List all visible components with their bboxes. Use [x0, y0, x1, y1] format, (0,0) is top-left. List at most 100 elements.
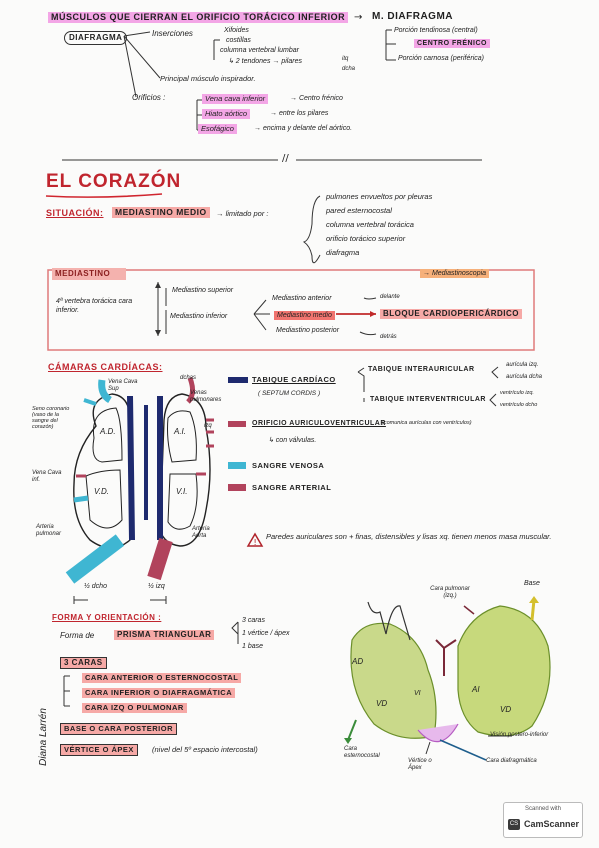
orificio-name: Vena cava inferior	[202, 94, 269, 104]
diagram-label: VD	[500, 705, 512, 714]
insertions-label: Inserciones	[152, 29, 193, 38]
tabique-cardiaco: TABIQUE CARDÍACO	[252, 375, 336, 384]
situacion-value: MEDIASTINO MEDIO	[112, 207, 210, 218]
limit-item: pulmones envueltos por pleuras	[326, 192, 433, 201]
valvulas: ↳ con válvulas.	[268, 437, 317, 444]
chamber-ai: A.I.	[174, 427, 187, 436]
diagram-label: Cara diafragmática	[486, 758, 537, 764]
venosa-swatch	[228, 462, 246, 469]
heart-label: Venas pulmonares	[190, 390, 222, 403]
svg-text:!: !	[254, 538, 257, 547]
mediastino-left: 4ª vertebra torácica cara inferior.	[56, 298, 133, 314]
forma-count: 3 caras	[242, 617, 265, 624]
insertion-item: dcha	[342, 66, 356, 72]
chamber-vd: V.D.	[94, 487, 109, 496]
heart-orientation-diagram	[344, 596, 551, 761]
bloque-cardiopericardico: BLOQUE CARDIOPERICÁRDICO	[380, 309, 523, 319]
forma-count: 1 vértice / ápex	[242, 630, 290, 637]
heart-label: izq	[204, 423, 212, 429]
warning-text: Paredes auriculares son + finas, distens…	[266, 532, 552, 541]
heart-label: Vena Cava inf.	[32, 470, 62, 483]
limit-item: columna vertebral torácica	[326, 220, 414, 229]
mediastino-anterior: Mediastino anterior	[272, 295, 332, 302]
arterial-swatch	[228, 484, 246, 491]
heart-label: ½ dcho	[84, 583, 107, 590]
interventricular-note: ventrículo izq.	[500, 390, 534, 396]
corazon-title: EL CORAZÓN	[46, 171, 182, 192]
cara-item: CARA ANTERIOR O ESTERNOCOSTAL	[82, 673, 242, 683]
chamber-vi: V.I.	[176, 487, 188, 496]
principal-muscle: Principal músculo inspirador.	[160, 74, 256, 83]
orificio-desc: → Centro frénico	[290, 95, 343, 102]
centro-frenico: CENTRO FRÉNICO	[414, 39, 490, 48]
cara-item: CARA IZQ O PULMONAR	[82, 703, 187, 713]
heart-label: Arteria pulmonar	[36, 524, 62, 537]
limit-item: pared esternocostal	[326, 206, 392, 215]
mediastino-inferior: Mediastino inferior	[170, 313, 228, 320]
diaphragm-label: DIAFRAGMA	[64, 31, 128, 45]
orificio-desc: → entre los pilares	[270, 110, 329, 117]
forma-de: Forma de	[60, 631, 95, 640]
camscanner-watermark: Scanned with CS CamScanner	[503, 802, 583, 838]
diagram-label: Visión postero-inferior	[490, 732, 549, 738]
heart-chambers-diagram	[65, 377, 214, 604]
sangre-venosa: SANGRE VENOSA	[252, 461, 325, 470]
diagram-label: AD	[352, 657, 364, 666]
author-signature: Diana Larrén	[38, 708, 49, 766]
camscanner-logo-icon: CS	[508, 819, 520, 830]
forma-count: 1 base	[242, 643, 264, 650]
watermark-line2: CamScanner	[524, 819, 580, 829]
diagram-label: Cara esternocostal	[344, 746, 380, 759]
septum-swatch	[228, 377, 248, 383]
heart-label: Seno coronario (vaso de la sangre del co…	[32, 406, 70, 431]
insertion-item: costillas	[226, 37, 251, 44]
orificio-swatch	[228, 421, 246, 427]
mediastino-title: MEDIASTINO	[55, 269, 111, 278]
orificio-name: Esofágico	[198, 124, 237, 134]
vertice-note: (nivel del 5º espacio intercostal)	[152, 745, 258, 754]
header-result: M. DIAFRAGMA	[372, 11, 453, 22]
limit-item: diafragma	[326, 248, 360, 257]
interventricular-note: ventrículo dcho	[500, 402, 538, 408]
diagram-label: VI	[414, 690, 421, 697]
insertion-item: columna vertebral lumbar	[220, 47, 299, 54]
header-title: MÚSCULOS QUE CIERRAN EL ORIFICIO TORÁCIC…	[48, 12, 349, 23]
interauricular-note: aurícula izq.	[506, 362, 539, 368]
insertion-item: itq	[342, 56, 349, 62]
mediastino-posterior: Mediastino posterior	[276, 327, 340, 334]
diagram-label: VD	[376, 699, 388, 708]
warning-icon	[246, 532, 264, 547]
diagram-label: AI	[472, 685, 480, 694]
diagram-label: Cara pulmonar (izq.)	[430, 586, 470, 599]
watermark-line1: Scanned with	[524, 806, 562, 812]
base-cara: BASE O CARA POSTERIOR	[60, 723, 177, 735]
sangre-arterial: SANGRE ARTERIAL	[252, 483, 332, 492]
separator-mark: //	[282, 153, 289, 164]
tendinosa: Porción tendinosa (central)	[394, 27, 478, 34]
caras-title: 3 CARAS	[60, 657, 107, 669]
orificio-note: (comunica aurículas con ventrículos)	[382, 420, 472, 426]
cara-item: CARA INFERIOR O DIAFRAGMÁTICA	[82, 688, 236, 698]
diagram-label: Vértice o Ápex	[408, 758, 432, 771]
mediastino-superior: Mediastino superior	[172, 287, 234, 294]
orificio-auriculoventricular: ORIFICIO AURICULOVENTRICULAR	[252, 420, 386, 427]
interauricular-note: aurícula dcha	[506, 374, 543, 380]
limitado-por: → limitado por :	[216, 209, 269, 218]
orificio-desc: → encima y delante del aórtico.	[254, 125, 353, 132]
heart-label: ½ izq	[148, 583, 165, 590]
heart-label: dchas	[180, 375, 197, 381]
header-arrow: →	[354, 12, 363, 23]
anterior-note: delante	[380, 294, 400, 300]
vertice-apex: VÉRTICE O ÁPEX	[60, 744, 138, 756]
chamber-ad: A.D.	[100, 427, 116, 436]
posterior-note: detrás	[380, 334, 397, 340]
carnosa: Porción carnosa (periférica)	[398, 55, 484, 62]
heart-label: Vena Cava Sup	[108, 379, 138, 392]
limit-item: orificio torácico superior	[326, 234, 406, 243]
tabique-interauricular: TABIQUE INTERAURICULAR	[368, 366, 475, 373]
mediastino-medio: Mediastino medio	[274, 311, 335, 320]
orificio-name: Hiato aórtico	[202, 109, 251, 119]
diagram-label: Base	[524, 580, 540, 587]
septum-cordis: ( SEPTUM CORDIS )	[258, 390, 321, 397]
